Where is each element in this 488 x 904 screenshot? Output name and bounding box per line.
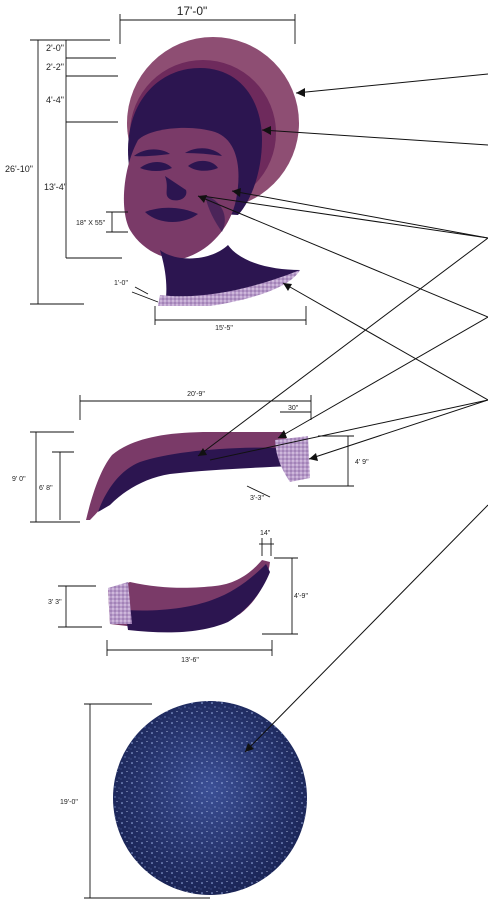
callout-arrow-inner-halo xyxy=(261,129,488,146)
dim-arm-end-thickness: 3'-3" xyxy=(250,495,264,502)
dim-arm-end-height: 4' 9" xyxy=(355,459,369,466)
arrowhead-dark-1 xyxy=(198,195,207,203)
right-eye xyxy=(188,160,218,171)
dim-seg-3: 4'-4" xyxy=(46,95,64,105)
hand-inner xyxy=(125,564,270,633)
dim-mouth: 18" X 55" xyxy=(76,220,106,227)
dim-neck-offset: 1'-0" xyxy=(114,280,128,287)
callout-line-dark-1 xyxy=(197,195,488,318)
hand-group xyxy=(108,560,270,633)
right-brow xyxy=(185,148,222,156)
dim-hand-length: 13'-6" xyxy=(181,657,199,664)
dim-seg-1: 2'-0" xyxy=(46,43,64,53)
arrowhead-dark-2 xyxy=(278,430,287,438)
dim-hand-height: 3' 3" xyxy=(48,599,62,606)
head-dimensions: 17'-0" 26'-10" 2'-0" 2'-2" 4'-4" 13'-4" … xyxy=(5,4,307,332)
arrowhead-outer-halo xyxy=(296,88,305,97)
arm-group xyxy=(86,432,310,520)
dim-head-width: 17'-0" xyxy=(177,4,208,18)
callout-arrows xyxy=(197,73,488,753)
dim-arm-outer-height: 9' 0" xyxy=(12,476,26,483)
callout-line-dark-2 xyxy=(277,316,488,439)
dim-face-height: 13'-4" xyxy=(44,182,67,192)
callout-line-purple-2 xyxy=(197,237,488,457)
arm-inner xyxy=(98,447,290,512)
dim-arm-length: 20'-9" xyxy=(187,391,205,398)
shoulder-glitter xyxy=(158,270,300,306)
dim-head-total-height: 26'-10" xyxy=(5,164,33,174)
callout-line-glitter-2 xyxy=(308,399,488,460)
dim-hand-tip-height: 4'-9" xyxy=(294,593,308,600)
dim-arm-end: 30" xyxy=(288,405,299,412)
mouth xyxy=(145,207,198,222)
left-eye xyxy=(140,162,172,171)
arm-dimensions: 20'-9" 30" 9' 0" 6' 8" 4' 9" 3'-3" xyxy=(12,391,369,523)
nose xyxy=(165,176,187,201)
arrowhead-purple-2 xyxy=(198,448,207,456)
head-group xyxy=(123,37,300,306)
disc-group xyxy=(113,701,307,895)
callout-line-purple-1 xyxy=(231,190,488,239)
arrowhead-glitter-2 xyxy=(309,453,318,461)
arm-outer xyxy=(86,432,288,520)
glitter-disc-texture xyxy=(113,701,307,895)
left-brow xyxy=(134,149,170,157)
arrowhead-disc xyxy=(245,743,254,752)
arm-glitter-end xyxy=(275,436,310,482)
dim-base-width: 15'-5" xyxy=(215,325,233,332)
arrowhead-glitter-1 xyxy=(283,283,292,291)
callout-arrow-disc xyxy=(244,504,488,753)
disc-dimensions: 19'-0" xyxy=(60,703,210,899)
arrowhead-purple-1 xyxy=(232,188,241,197)
dim-arm-inner-height: 6' 8" xyxy=(39,485,53,492)
callout-line-purple-3 xyxy=(201,195,488,239)
chin-shadow xyxy=(205,195,225,232)
callout-line-glitter-3 xyxy=(209,399,488,461)
callout-line-glitter-1 xyxy=(282,282,488,401)
hand-dimensions: 14" 3' 3" 4'-9" 13'-6" xyxy=(48,530,308,664)
dim-disc-diameter: 19'-0" xyxy=(60,799,78,806)
dim-hand-finger: 14" xyxy=(260,530,271,537)
callout-arrow-outer-halo xyxy=(295,73,488,94)
arrowhead-inner-halo xyxy=(262,126,271,135)
dim-seg-2: 2'-2" xyxy=(46,62,64,72)
hand-glitter-end xyxy=(108,582,132,624)
